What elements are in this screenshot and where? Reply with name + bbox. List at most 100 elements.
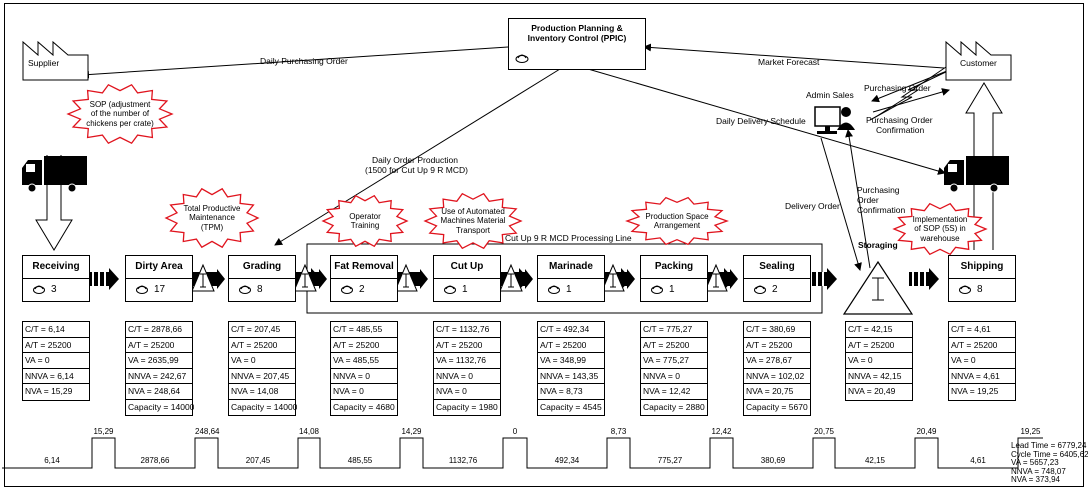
operator-count: 8: [239, 284, 263, 295]
daily-delivery-schedule-label: Daily Delivery Schedule: [716, 116, 806, 126]
timeline-upper-value: 0: [503, 427, 527, 436]
operator-icon: [444, 284, 456, 294]
timeline-lower-value: 2878,66: [115, 456, 195, 465]
inventory-triangle-icon: [291, 265, 327, 291]
data-row: NVA = 0: [434, 384, 500, 400]
kaizen-text: Operator: [305, 212, 425, 222]
delivery-order-label: Delivery Order: [785, 201, 840, 211]
timeline-upper-value: 12,42: [710, 427, 733, 436]
operator-number: 2: [772, 284, 778, 295]
operator-count: 1: [651, 284, 675, 295]
timeline-lower-value: 1132,76: [423, 456, 503, 465]
data-row: NVA = 14,08: [229, 384, 295, 400]
operator-icon: [239, 284, 251, 294]
daily-order-production-label-2: (1500 for Cut Up 9 R MCD): [365, 165, 468, 175]
daily-purchasing-order-label: Daily Purchasing Order: [260, 56, 348, 66]
process-box: Cut Up1: [433, 255, 501, 302]
process-title: Grading: [229, 256, 295, 279]
admin-person-icon: [815, 107, 855, 134]
data-row: NNVA = 242,67: [126, 369, 192, 385]
data-row: NVA = 0: [331, 384, 397, 400]
process-box: Sealing2: [743, 255, 811, 302]
process-data-box: C/T = 485,55A/T = 25200VA = 485,55NNVA =…: [330, 321, 398, 416]
timeline-lower-value: 6,14: [12, 456, 92, 465]
timeline-upper-value: 20,75: [813, 427, 835, 436]
process-data-box: C/T = 1132,76A/T = 25200VA = 1132,76NNVA…: [433, 321, 501, 416]
data-row: VA = 0: [949, 353, 1015, 369]
data-row: NNVA = 42,15: [846, 369, 912, 385]
kaizen-text: SOP (adjustment: [60, 100, 180, 110]
process-box: Fat Removal 2: [330, 255, 398, 302]
data-row: NVA = 20,49: [846, 384, 912, 400]
data-row: VA = 0: [229, 353, 295, 369]
data-row: Capacity = 1980: [434, 400, 500, 416]
data-row: A/T = 25200: [641, 338, 707, 354]
data-row: VA = 775,27: [641, 353, 707, 369]
data-row: VA = 0: [23, 353, 89, 369]
operator-icon: [136, 284, 148, 294]
data-row: A/T = 25200: [229, 338, 295, 354]
operator-number: 8: [977, 284, 983, 295]
data-row: C/T = 1132,76: [434, 322, 500, 338]
purchasing-order-label: Purchasing Order: [864, 83, 931, 93]
po-confirmation-label-1: Purchasing Order: [866, 115, 933, 125]
process-title: Fat Removal: [331, 256, 397, 279]
data-row: VA = 278,67: [744, 353, 810, 369]
data-row: NNVA = 0: [434, 369, 500, 385]
ppic-title-line2: Inventory Control (PPIC): [509, 33, 645, 43]
process-title: Receiving: [23, 256, 89, 279]
ppic-title-line1: Production Planning &: [509, 23, 645, 33]
data-row: NVA = 19,25: [949, 384, 1015, 400]
timeline-lower-value: 380,69: [733, 456, 813, 465]
data-row: NVA = 15,29: [23, 384, 89, 400]
data-row: C/T = 6,14: [23, 322, 89, 338]
kaizen-text: Total Productive: [152, 204, 272, 214]
operator-icon: [651, 284, 663, 294]
operator-count: 2: [754, 284, 778, 295]
po-conf-vertical-1: Purchasing: [857, 185, 900, 195]
daily-order-production-label-1: Daily Order Production: [372, 155, 458, 165]
timeline-upper-value: 248,64: [195, 427, 218, 436]
inventory-triangle-icon: [189, 265, 225, 291]
data-row: Capacity = 14000: [126, 400, 192, 416]
data-row: C/T = 42,15: [846, 322, 912, 338]
timeline-lower-value: 207,45: [218, 456, 298, 465]
operator-count: 8: [959, 284, 983, 295]
operator-number: 3: [51, 284, 57, 295]
push-arrow-icon: [909, 268, 939, 290]
data-row: NVA = 20,75: [744, 384, 810, 400]
data-row: VA = 0: [846, 353, 912, 369]
operator-count: 2: [341, 284, 365, 295]
data-row: VA = 485,55: [331, 353, 397, 369]
data-row: Capacity = 5670: [744, 400, 810, 416]
kaizen-text: Implementation: [880, 215, 1000, 225]
process-title: Cut Up: [434, 256, 500, 279]
data-row: NVA = 8,73: [538, 384, 604, 400]
timeline-upper-value: 14,29: [400, 427, 423, 436]
kaizen-text: Production Space: [617, 212, 737, 222]
timeline-upper-value: 20,49: [915, 427, 938, 436]
data-row: C/T = 775,27: [641, 322, 707, 338]
operator-icon: [33, 284, 45, 294]
data-row: VA = 348,99: [538, 353, 604, 369]
data-row: NNVA = 0: [331, 369, 397, 385]
process-title: Marinade: [538, 256, 604, 279]
timeline-upper-value: 19,25: [1018, 427, 1043, 436]
operator-icon: [754, 284, 766, 294]
po-conf-vertical-2: Order: [857, 195, 879, 205]
kaizen-text: Maintenance: [152, 213, 272, 223]
admin-label: Admin Sales: [806, 90, 854, 100]
kaizen-text: Transport: [413, 226, 533, 236]
kaizen-text: Training: [305, 221, 425, 231]
data-row: A/T = 25200: [331, 338, 397, 354]
process-data-box: C/T = 380,69A/T = 25200VA = 278,67NNVA =…: [743, 321, 811, 416]
push-arrow-icon: [89, 268, 119, 290]
operator-number: 1: [669, 284, 675, 295]
timeline-upper-value: 15,29: [92, 427, 115, 436]
zigzag-po: [870, 67, 946, 120]
data-row: A/T = 25200: [126, 338, 192, 354]
